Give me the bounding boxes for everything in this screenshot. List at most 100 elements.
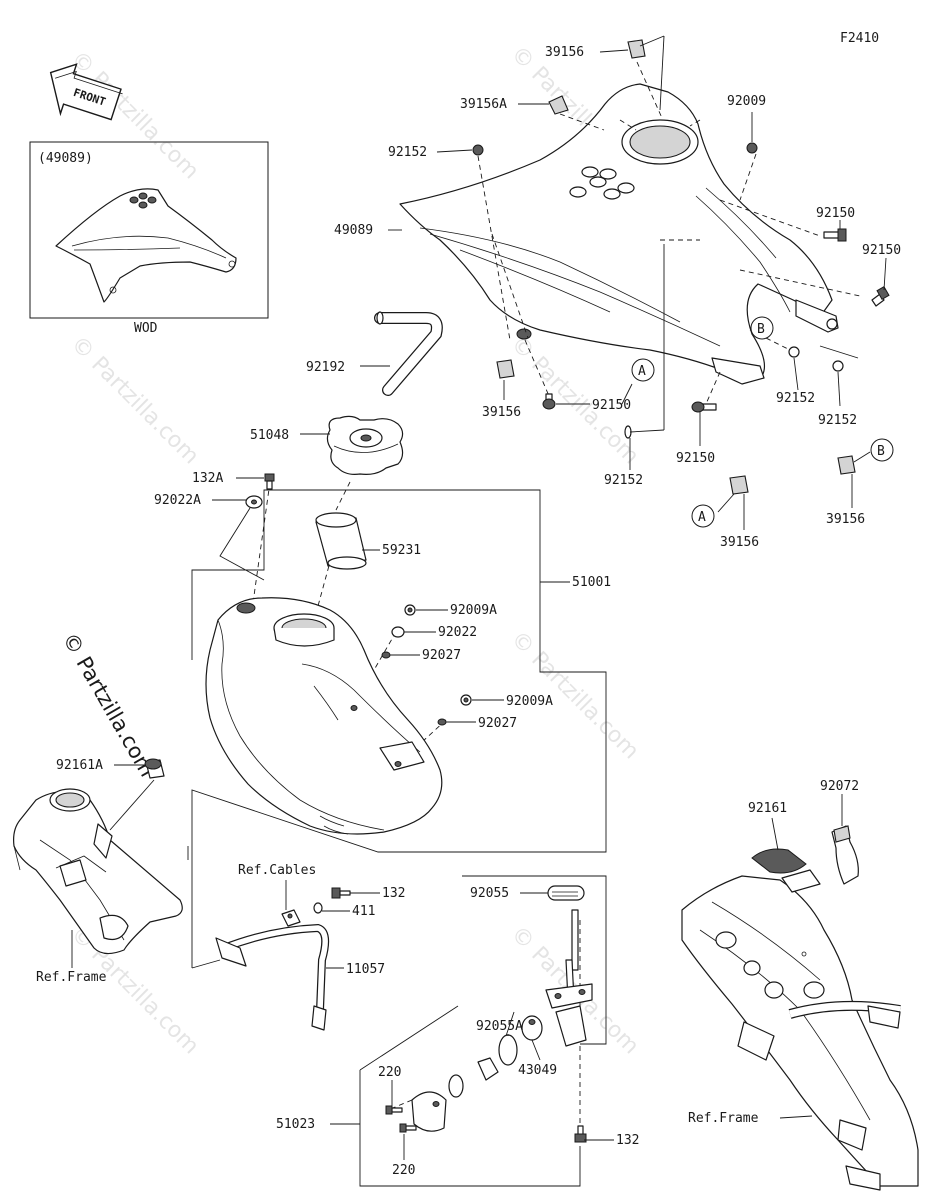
washer-92022 (391, 626, 405, 638)
bolt-92150-r1 (823, 228, 847, 242)
callout-ref-frame-left: Ref.Frame (36, 970, 107, 985)
marker-a-1: A (631, 358, 655, 382)
bolt-92150-r2 (871, 285, 890, 307)
washer-92152-r2 (832, 360, 844, 372)
callout-92009a-1: 92009A (450, 603, 497, 618)
leader-lines (71, 35, 887, 1187)
inset-caption: WOD (134, 321, 158, 336)
front-arrow-icon: FRONT (49, 63, 123, 121)
callout-92150-mid: 92150 (592, 398, 631, 413)
callout-132a: 132A (192, 471, 223, 486)
marker-b-1: B (750, 316, 774, 340)
callout-59231: 59231 (382, 543, 421, 558)
callout-51023: 51023 (276, 1117, 315, 1132)
gasket-92055 (547, 885, 585, 901)
marker-a-label: A (698, 510, 706, 525)
shroud-vents (569, 166, 635, 200)
callout-39156-mid: 39156 (482, 405, 521, 420)
nut-92009 (746, 142, 758, 154)
shroud-part (399, 83, 839, 385)
callout-92055: 92055 (470, 886, 509, 901)
callout-92152-top: 92152 (388, 145, 427, 160)
oring-92055a (498, 1034, 518, 1066)
marker-b-label: B (757, 322, 765, 337)
callout-92009a-2: 92009A (506, 694, 553, 709)
nut-92009a-1 (404, 604, 416, 616)
callout-92027-1: 92027 (422, 648, 461, 663)
marker-a-2: A (691, 504, 715, 528)
clip-39156-b (837, 455, 856, 475)
bolt-132a (264, 473, 275, 490)
marker-a-label: A (638, 364, 646, 379)
bolt-92150-low (691, 401, 717, 413)
callout-92192: 92192 (306, 360, 345, 375)
screw-220-1 (385, 1105, 403, 1115)
callout-92150-r1: 92150 (816, 206, 855, 221)
washer-92152-top (472, 144, 484, 156)
callout-92027-2: 92027 (478, 716, 517, 731)
callout-39156a: 39156A (460, 97, 507, 112)
damper-92027-2 (437, 718, 447, 726)
callout-132-top: 132 (382, 886, 405, 901)
cable-bracket (215, 909, 330, 1031)
breather-hose (374, 311, 443, 396)
bolt-92150-mid (542, 393, 556, 410)
watermark-text: © Partzilla.com (66, 922, 204, 1060)
callout-92022: 92022 (438, 625, 477, 640)
callout-92152-r1: 92152 (776, 391, 815, 406)
holder-92072 (831, 825, 859, 885)
callout-92161a: 92161A (56, 758, 103, 773)
lever-plate (411, 1091, 447, 1132)
callout-49089: 49089 (334, 223, 373, 238)
watermark-text: © Partzilla.com (66, 332, 204, 470)
figure-code: F2410 (840, 31, 879, 46)
callout-92009: 92009 (727, 94, 766, 109)
callout-11057: 11057 (346, 962, 385, 977)
damper-92161a (144, 758, 165, 779)
inset-title: (49089) (38, 151, 93, 166)
callout-411: 411 (352, 904, 375, 919)
clip-39156a (548, 95, 569, 115)
callout-39156-b: 39156 (826, 512, 865, 527)
callout-220-2: 220 (392, 1163, 415, 1178)
callout-51048: 51048 (250, 428, 289, 443)
callout-92072: 92072 (820, 779, 859, 794)
fuel-petcock (385, 885, 593, 1143)
callout-92150-r2: 92150 (862, 243, 901, 258)
callout-39156-a: 39156 (720, 535, 759, 550)
frame-left (13, 788, 183, 955)
callout-92022a: 92022A (154, 493, 201, 508)
frame-right (681, 875, 919, 1191)
marker-b-label: B (877, 444, 885, 459)
inset-shroud-icon (55, 188, 237, 303)
callout-132-bot: 132 (616, 1133, 639, 1148)
callout-43049: 43049 (518, 1063, 557, 1078)
clip-39156-a (729, 475, 749, 495)
callout-220-1: 220 (378, 1065, 401, 1080)
callout-51001: 51001 (572, 575, 611, 590)
fuel-tank (205, 597, 443, 835)
washer-92152-r1 (788, 346, 800, 358)
callout-ref-cables: Ref.Cables (238, 863, 316, 878)
callout-ref-frame-right: Ref.Frame (688, 1111, 759, 1126)
washer-411 (313, 902, 323, 914)
damper-92161 (751, 848, 821, 893)
callout-92152-low: 92152 (604, 473, 643, 488)
inset-panel: (49089) WOD (29, 141, 269, 336)
callout-39156-top: 39156 (545, 45, 584, 60)
callout-92161: 92161 (748, 801, 787, 816)
bolt-132-top (331, 887, 351, 899)
callout-92055a: 92055A (476, 1019, 523, 1034)
clip-39156-mid (496, 359, 515, 379)
damper-92027-1 (381, 651, 391, 659)
nut-92009a-2 (460, 694, 472, 706)
callout-labels: 39156 39156A 92009 92152 92150 92150 490… (36, 45, 901, 1178)
callout-92152-r2: 92152 (818, 413, 857, 428)
bolt-132-bot (574, 1125, 587, 1143)
fuel-cap (326, 415, 404, 475)
screw-220-2 (399, 1123, 417, 1133)
filler-sleeve (315, 512, 367, 570)
clip-39156-top (627, 39, 646, 59)
washer-92022a-hole (251, 499, 257, 505)
